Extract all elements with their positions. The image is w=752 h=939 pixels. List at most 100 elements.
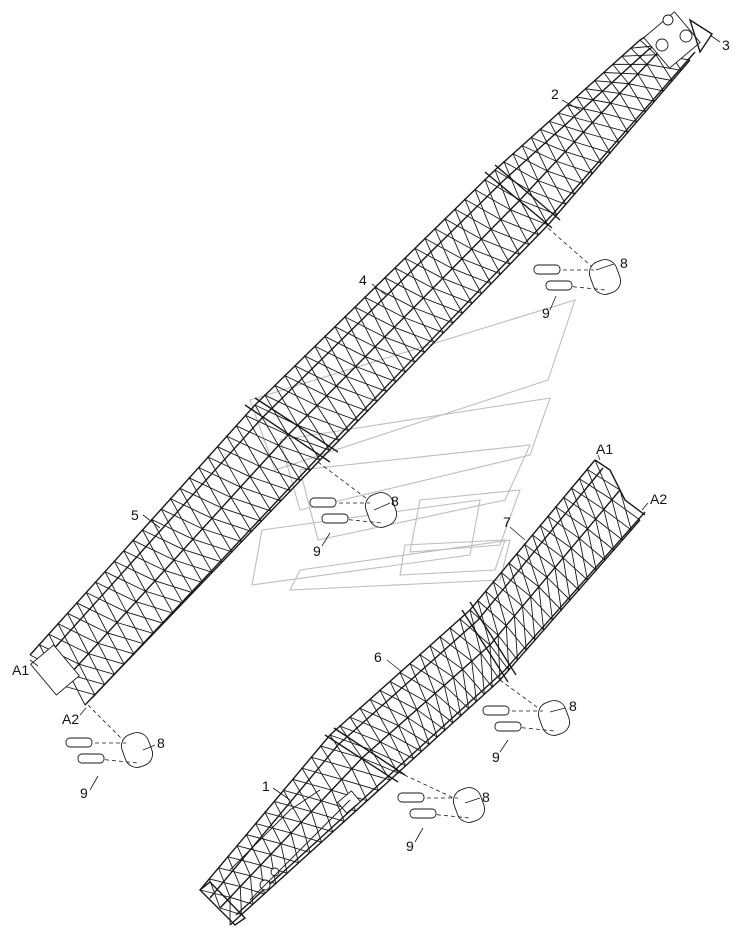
joint-1-6 [324,727,406,783]
lacing-section-2 [610,83,655,123]
lacing-section-6 [429,627,472,678]
callout-9-a: 9 [542,305,550,321]
lacing-section-5 [97,622,144,665]
lacing-section-4 [307,395,359,441]
callout-9-d: 9 [492,749,500,765]
lacing-section-4 [461,238,511,284]
callout-8-a: 8 [620,255,628,271]
lacing-section-7 [603,489,641,541]
lacing-section-4 [423,278,473,324]
lacing-section-7 [587,509,623,561]
lower-boom-assembly [198,459,646,926]
lacing-section-7 [579,459,621,510]
lacing-section-7 [570,528,606,581]
lacing-section-2 [519,180,566,226]
lacing-section-4 [354,287,405,338]
callout-labels: 1 2 3 4 5 6 7 8 8 8 8 8 9 9 9 9 9 A1 A2 … [12,37,730,854]
callout-a1-right: A1 [596,441,613,457]
lacing-section-5 [230,476,281,522]
lacing-section-5 [78,643,125,685]
lacing-section-5 [154,559,203,604]
lacing-section-7 [489,625,518,681]
lower-boom-bottom-chord-inner [235,511,646,916]
lower-boom-end-connector [594,459,646,516]
lacing-section-5 [173,538,223,583]
lacing-section-7 [554,548,588,601]
lacing-section-6 [389,663,436,710]
upper-boom-assembly [29,11,713,706]
lacing-section-4 [434,208,482,259]
callout-9-e: 9 [406,838,414,854]
upper-boom-lacing [29,39,691,706]
lacing-section-2 [592,102,637,143]
lacing-section-6 [398,709,438,752]
lower-boom-top-chord-inner [209,467,604,899]
lacing-section-6 [349,699,399,743]
callout-5: 5 [131,507,139,523]
lacing-section-6 [449,609,491,662]
callout-4: 4 [359,272,367,288]
lacing-section-6 [434,677,469,723]
lacing-section-2 [574,122,620,164]
upper-boom-foot [30,644,80,696]
lacing-section-4 [384,317,435,363]
lacing-section-4 [314,326,366,377]
watermark-logo [249,299,576,591]
lacing-section-5 [67,592,118,644]
lacing-section-4 [454,189,501,240]
lacing-section-4 [326,376,378,422]
lacing-section-6 [409,645,454,694]
pin-sets [65,259,622,823]
lacing-section-4 [365,336,416,382]
callout-8-d: 8 [569,698,577,714]
lower-boom-top-chord [199,459,596,891]
pin-leader-lines [87,227,599,801]
lacing-section-6 [361,741,406,781]
base-section-1 [198,789,362,926]
callout-6: 6 [374,649,382,665]
upper-boom-top-chord-inner [41,29,677,663]
callout-2: 2 [551,86,559,102]
callout-7: 7 [503,514,511,530]
pin-set-lower-left [397,787,486,823]
lacing-section-2 [537,161,584,205]
lacing-section-4 [500,199,549,245]
lacing-section-7 [522,586,553,641]
lacing-section-7 [500,553,540,607]
lacing-section-5 [211,497,262,542]
joint-5-4 [244,397,339,463]
lacing-section-1 [341,757,391,801]
lacing-section-6 [380,725,422,766]
lacing-section-1 [199,867,241,909]
lacing-section-2 [556,141,602,184]
lacing-section-2 [512,137,557,181]
pin-set-lower-right [482,700,571,736]
callout-leaders [29,34,721,843]
joint-6-7 [461,601,517,683]
callout-8-b: 8 [391,493,399,509]
callout-a2-left: A2 [62,711,79,727]
pin-set-upper-middle [309,492,398,528]
lacing-section-4 [481,219,530,265]
lacing-section-4 [374,267,424,318]
lacing-section-4 [414,228,463,279]
lacing-section-5 [86,571,137,623]
callout-9-b: 9 [313,543,321,559]
boom-head-3 [643,11,713,69]
lacing-section-4 [345,356,397,402]
pin-set-upper-right [533,259,622,295]
lacing-section-7 [538,567,571,621]
lacing-section-7 [469,591,507,646]
lacing-section-6 [453,661,485,709]
lacing-section-4 [442,258,492,304]
callout-8-c: 8 [157,735,165,751]
lacing-section-5 [249,455,301,502]
callout-1: 1 [262,778,270,794]
lacing-section-1 [237,823,281,866]
lacing-section-5 [192,518,242,563]
lacing-section-5 [116,601,164,644]
pin-set-upper-left [65,732,154,768]
lacing-section-4 [403,297,454,343]
